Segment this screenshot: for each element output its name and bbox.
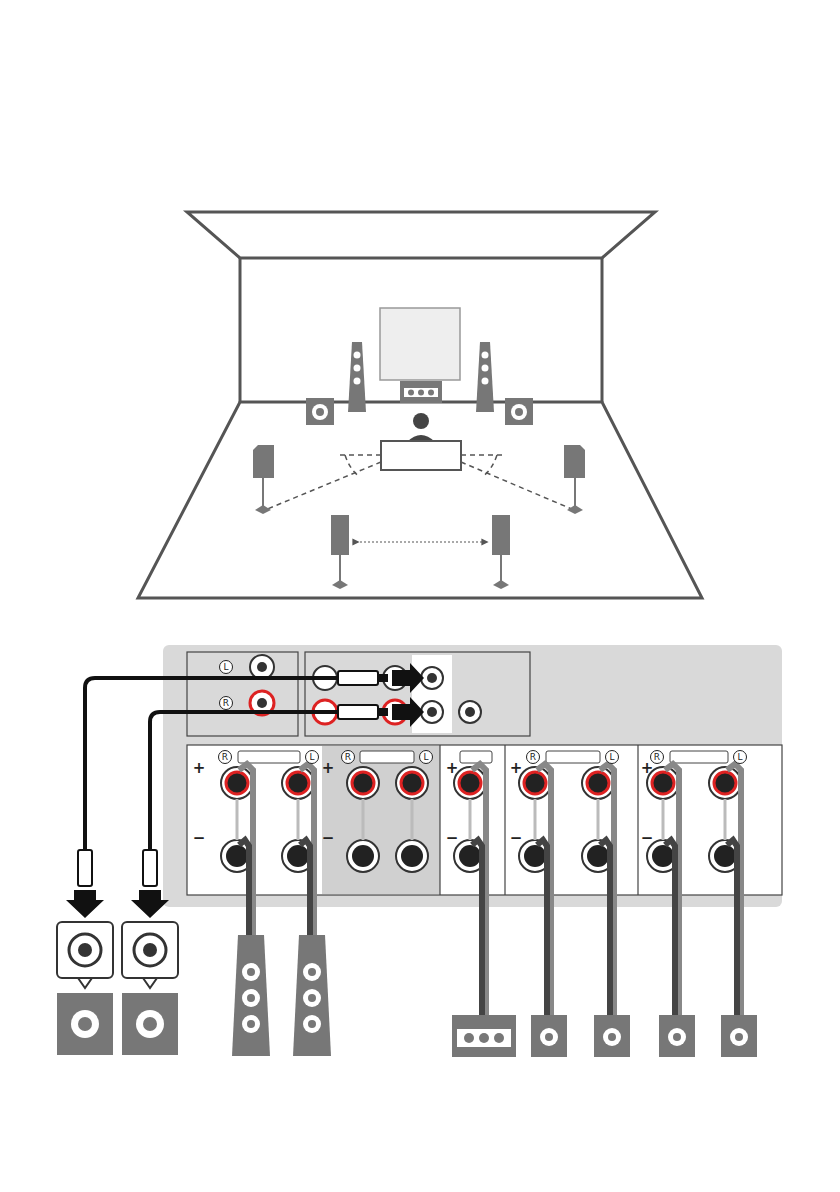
center-speaker — [400, 381, 442, 403]
room-outline — [138, 212, 702, 598]
surround-speakers — [253, 445, 585, 514]
front-speakers — [348, 342, 494, 412]
polarity-mark: + — [322, 761, 335, 776]
tv — [380, 308, 460, 380]
angle-guides — [265, 455, 574, 510]
listener — [381, 413, 461, 470]
polarity-mark: + — [510, 761, 523, 776]
polarity-mark: − — [510, 831, 523, 846]
polarity-mark: − — [446, 831, 459, 846]
connected-speakers — [232, 935, 757, 1057]
channel-mark: R — [526, 750, 540, 764]
polarity-mark: − — [322, 831, 335, 846]
rca-plugs — [66, 663, 424, 918]
polarity-mark: − — [641, 831, 654, 846]
polarity-mark: + — [446, 761, 459, 776]
surround-back-speakers — [331, 515, 510, 589]
polarity-mark: + — [641, 761, 654, 776]
polarity-mark: + — [193, 761, 206, 776]
channel-mark: L — [419, 750, 433, 764]
subwoofer-units — [57, 922, 178, 1055]
terminal-name-plates — [238, 751, 728, 763]
input-box — [187, 652, 298, 736]
subwoofer-preout-highlight — [412, 655, 452, 733]
channel-mark: R — [218, 750, 232, 764]
polarity-mark: − — [193, 831, 206, 846]
channel-mark: L — [605, 750, 619, 764]
subwoofer-cables — [85, 678, 338, 850]
channel-mark: L — [305, 750, 319, 764]
channel-mark: R — [341, 750, 355, 764]
channel-mark: L — [733, 750, 747, 764]
shaded-terminal-group — [322, 746, 440, 894]
channel-mark: R — [219, 696, 233, 710]
channel-mark: L — [219, 660, 233, 674]
preout-box — [305, 652, 530, 736]
